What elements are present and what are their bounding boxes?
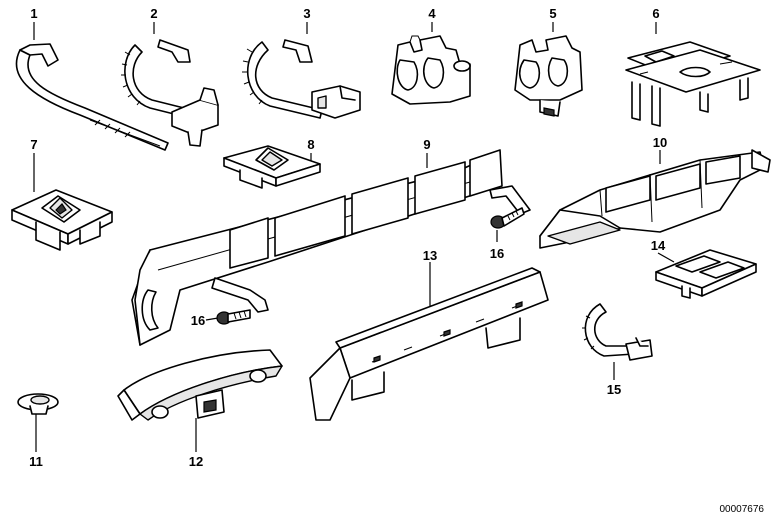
part-16-screw-lower: [205, 309, 251, 325]
label-10: 10: [653, 135, 667, 150]
label-1: 1: [30, 6, 37, 21]
part-7-square-grommet: [11, 153, 113, 251]
part-5-clip: [514, 22, 583, 117]
part-16-screw-upper: [490, 207, 525, 242]
part-6-plate-holder: [625, 22, 761, 127]
part-15-band-clip: [582, 303, 653, 380]
part-14-small-clip: [655, 249, 757, 299]
label-16-lower: 16: [191, 313, 205, 328]
label-6: 6: [652, 6, 659, 21]
label-4: 4: [428, 6, 436, 21]
part-10-channel-end: [539, 149, 771, 249]
part-4-double-clip: [391, 22, 471, 105]
part-11-push-rivet: [17, 393, 59, 452]
part-12-half-round-cover: [117, 349, 283, 452]
label-13: 13: [423, 248, 437, 263]
part-2-band-clip: [121, 22, 219, 147]
label-9: 9: [423, 137, 430, 152]
label-14: 14: [651, 238, 666, 253]
part-8-grommet: [223, 145, 321, 189]
label-15: 15: [607, 382, 621, 397]
label-11: 11: [29, 454, 43, 469]
label-3: 3: [303, 6, 310, 21]
part-1-cable-tie: [15, 22, 169, 151]
label-12: 12: [189, 454, 203, 469]
part-13-mounting-rail: [309, 262, 549, 421]
label-2: 2: [150, 6, 157, 21]
part-9-cable-channel: [131, 149, 531, 346]
label-8: 8: [307, 137, 314, 152]
diagram-reference-number: 00007676: [720, 504, 765, 515]
label-5: 5: [549, 6, 556, 21]
part-3-band-clip: [242, 22, 361, 119]
callout-labels: 1 2 3 4 5 6 7 8 9 10 16 14 13 16 15 11 1…: [29, 6, 667, 469]
label-7: 7: [30, 137, 37, 152]
label-16-upper: 16: [490, 246, 504, 261]
